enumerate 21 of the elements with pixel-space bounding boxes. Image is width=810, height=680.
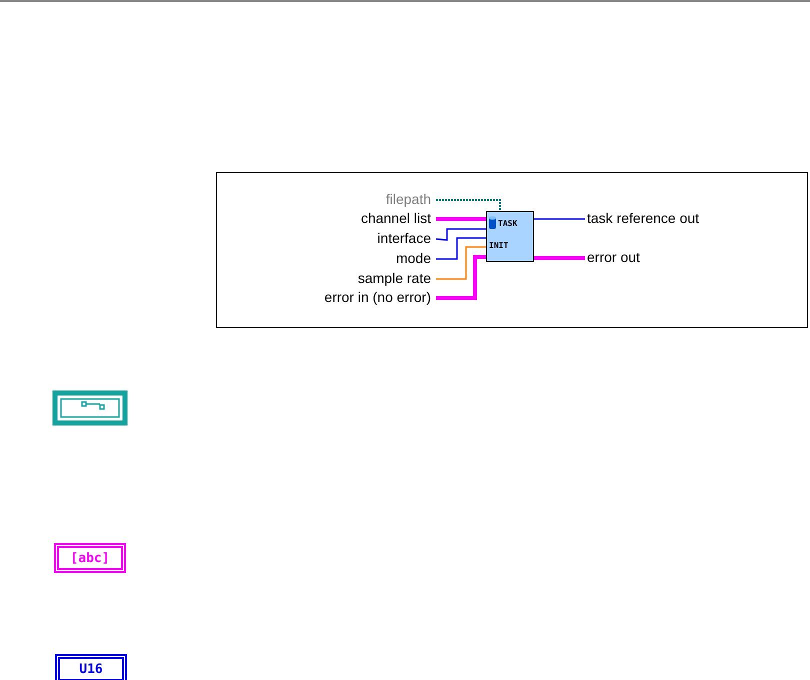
wire	[534, 218, 585, 220]
wire	[436, 199, 501, 211]
terminal-label: sample rate	[358, 270, 431, 287]
terminal-label: error in (no error)	[324, 289, 431, 306]
wire	[436, 246, 486, 280]
terminal-label: error out	[587, 249, 640, 266]
terminal-label: mode	[396, 250, 431, 267]
terminal-label: channel list	[360, 210, 431, 227]
terminal-type-icon: [abc]	[54, 543, 126, 573]
wire	[436, 255, 486, 300]
wire	[436, 217, 486, 221]
block-text: TASK	[498, 219, 518, 228]
wire	[534, 256, 585, 260]
vi-block	[486, 211, 534, 262]
wire	[436, 237, 486, 260]
terminal-label: interface	[377, 230, 431, 247]
block-text: INIT	[489, 241, 508, 250]
terminal-label: filepath	[386, 191, 431, 208]
terminal-type-icon: U16	[55, 654, 127, 680]
terminal-label: task reference out	[587, 210, 700, 227]
wire	[436, 228, 486, 241]
